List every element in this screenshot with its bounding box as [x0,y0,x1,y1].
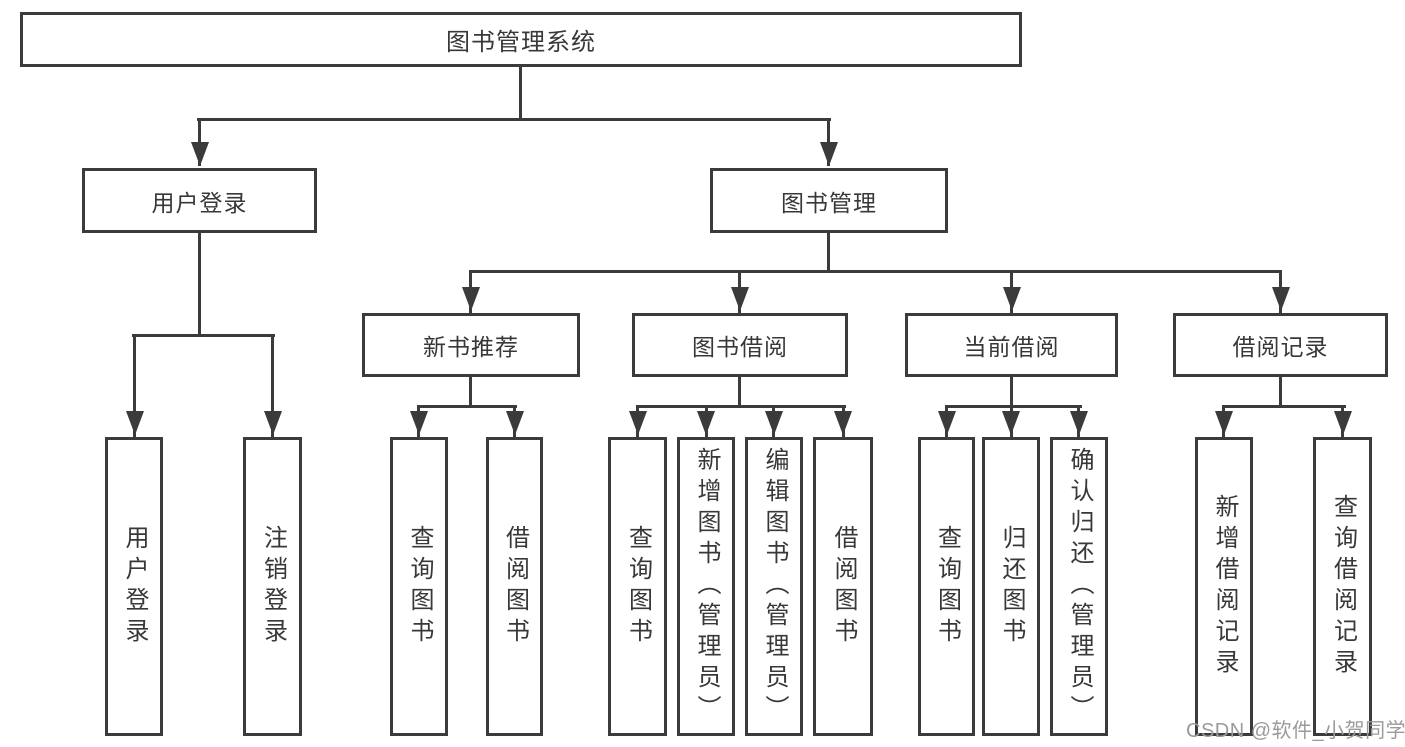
leaf-confirm-return-admin: 确认归还（管理员） [1050,437,1108,736]
node-book-management: 图书管理 [710,168,948,233]
node-user-login: 用户登录 [82,168,317,233]
node-label: 图书借阅 [692,334,788,360]
arrow-down-icon [264,411,282,435]
connector-line [738,377,741,408]
leaf-borrow-books-2: 借阅图书 [813,437,873,736]
leaf-query-borrow-record: 查询借阅记录 [1313,437,1372,736]
csdn-watermark: CSDN @软件_小贺同学 [1186,720,1405,742]
connector-line [469,270,1282,273]
node-new-book-recommend: 新书推荐 [362,313,580,377]
node-label: 确认归还（管理员） [1066,447,1093,726]
leaf-add-book-admin: 新增图书（管理员） [677,437,735,736]
arrow-down-icon [731,287,749,311]
node-label: 图书管理系统 [446,29,596,56]
node-label: 查询图书 [624,524,652,649]
arrow-down-icon [1003,287,1021,311]
node-borrowing-records: 借阅记录 [1173,313,1388,377]
connector-line [417,405,517,408]
connector-line [1222,405,1346,408]
node-label: 查询图书 [933,524,961,649]
arrow-down-icon [765,411,783,435]
node-current-borrowing: 当前借阅 [905,313,1118,377]
arrow-down-icon [126,411,144,435]
arrow-down-icon [629,411,647,435]
leaf-user-login: 用户登录 [105,437,163,736]
node-library-management-system: 图书管理系统 [20,12,1022,67]
connector-line [133,334,136,437]
connector-line [271,334,274,437]
leaf-query-books-1: 查询图书 [390,437,448,736]
arrow-down-icon [1215,411,1233,435]
node-label: 新增借阅记录 [1211,493,1238,680]
connector-line [945,405,1082,408]
arrow-down-icon [938,411,956,435]
node-label: 编辑图书（管理员） [761,447,788,726]
leaf-return-book: 归还图书 [982,437,1040,736]
arrow-down-icon [1070,411,1088,435]
node-label: 注销登录 [259,524,287,649]
arrow-down-icon [410,411,428,435]
node-label: 用户登录 [121,524,148,649]
node-label: 借阅图书 [830,524,857,649]
arrow-down-icon [1334,411,1352,435]
node-label: 查询借阅记录 [1329,493,1357,680]
arrow-down-icon [1002,411,1020,435]
arrow-down-icon [506,411,524,435]
connector-line [198,233,201,336]
connector-line [827,233,830,273]
connector-line [636,405,846,408]
connector-line [1010,377,1013,408]
leaf-query-books-3: 查询图书 [918,437,975,736]
leaf-borrow-books-1: 借阅图书 [486,437,543,736]
connector-line [469,377,472,408]
arrow-down-icon [834,411,852,435]
node-label: 新书推荐 [423,334,519,360]
arrow-down-icon [697,411,715,435]
connector-line [1279,377,1282,408]
node-label: 图书管理 [781,189,877,216]
arrow-down-icon [191,142,209,166]
node-label: 用户登录 [151,189,248,216]
node-label: 查询图书 [406,524,433,649]
node-label: 借阅记录 [1232,334,1329,360]
node-label: 当前借阅 [963,334,1060,360]
connector-line [197,118,831,121]
arrow-down-icon [820,142,838,166]
leaf-add-borrow-record: 新增借阅记录 [1195,437,1253,736]
leaf-query-books-2: 查询图书 [608,437,667,736]
node-book-borrowing: 图书借阅 [632,313,848,377]
node-label: 新增图书（管理员） [693,447,720,726]
node-label: 归还图书 [998,524,1025,649]
leaf-edit-book-admin: 编辑图书（管理员） [745,437,803,736]
leaf-logout: 注销登录 [243,437,302,736]
node-label: 借阅图书 [501,524,529,649]
connector-line [132,334,275,337]
arrow-down-icon [462,287,480,311]
connector-line [519,67,522,120]
arrow-down-icon [1272,287,1290,311]
